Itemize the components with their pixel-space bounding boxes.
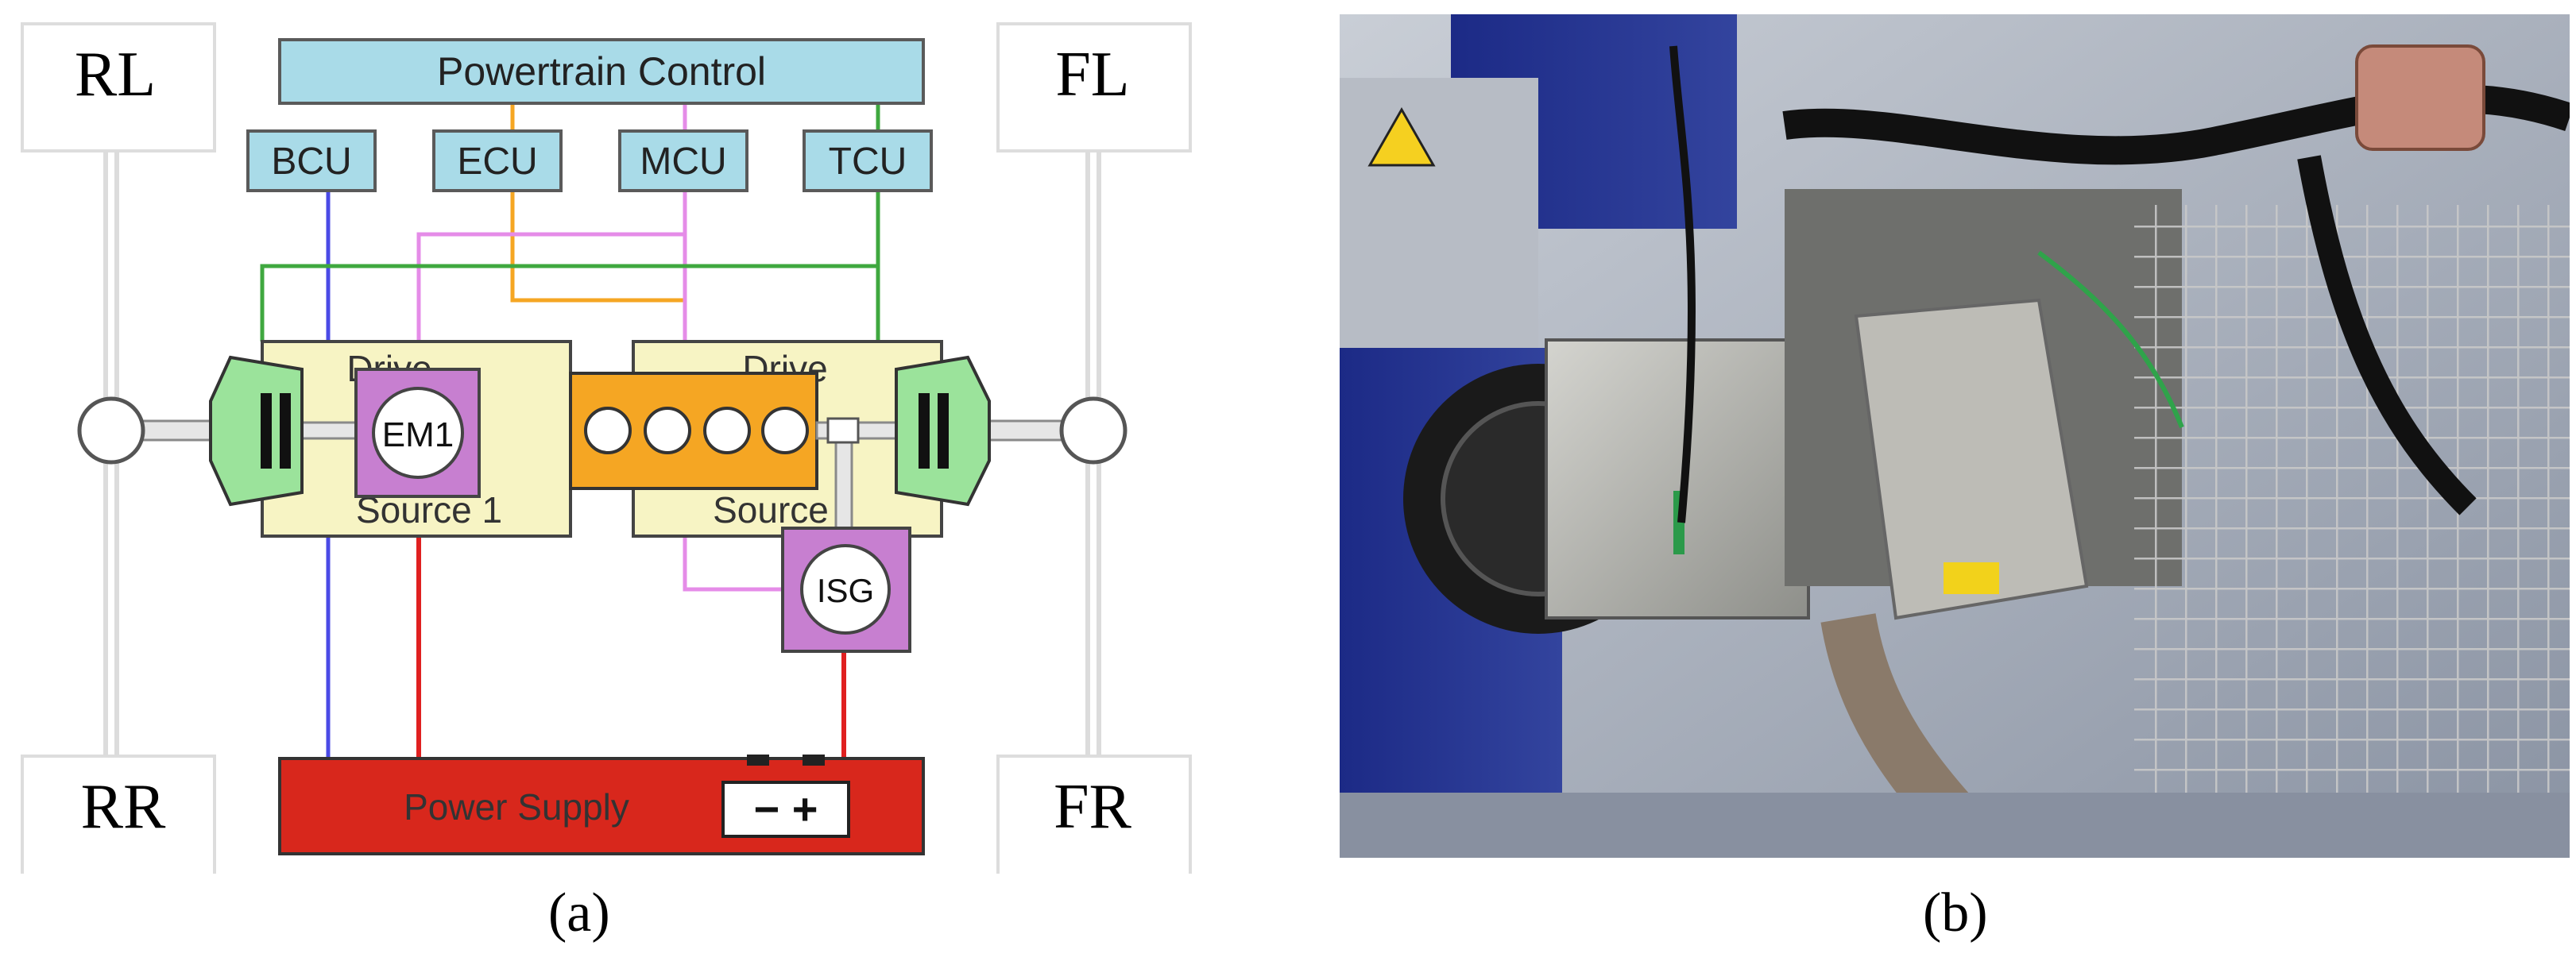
shaft-joint (826, 417, 860, 444)
photo-illustration (1340, 14, 2570, 858)
rear-gearbox-icon (209, 355, 304, 507)
bcu-box (246, 129, 377, 192)
photo-cable-4 (1669, 45, 1696, 523)
battery-symbol: − + (754, 784, 818, 834)
tcu-box (803, 129, 933, 192)
corner-label-rl: RL (75, 40, 156, 110)
front-wheel-icon (1059, 396, 1127, 465)
engine-cylinder-1 (584, 407, 632, 454)
drive-source-right-subtitle: Source (713, 489, 829, 531)
tcu-gear-signal-line (260, 264, 878, 342)
em1-icon (372, 387, 464, 479)
rear-gear-bar-1 (261, 393, 272, 469)
ecu-box (432, 129, 563, 192)
engine-test-bench-photo (1340, 14, 2570, 858)
mcu-label: MCU (640, 141, 726, 183)
engine-cylinder-3 (703, 407, 751, 454)
front-gear-bar-1 (919, 393, 930, 469)
powertrain-control-label: Powertrain Control (437, 49, 766, 94)
em1-label: EM1 (382, 415, 454, 454)
corner-box-fr (996, 755, 1192, 874)
photo-yellow-tag (1944, 562, 1999, 594)
power-supply-label: Power Supply (404, 786, 629, 828)
photo-electric-motor (1545, 338, 1810, 620)
isg-label: ISG (817, 572, 874, 609)
schematic-diagram: RL RR FL FR Powertrain Control BCU ECU M… (21, 22, 1192, 874)
isg-coupling-shaft (834, 437, 853, 535)
photo-coolant-reservoir (2355, 44, 2485, 151)
photo-cable-2 (2297, 155, 2477, 515)
corner-box-rr (21, 755, 216, 874)
warning-sign-icon (1367, 106, 1436, 167)
caption-b: (b) (1923, 882, 1988, 944)
mcu-box (618, 129, 748, 192)
engine-cylinder-2 (644, 407, 691, 454)
ecu-label: ECU (457, 141, 537, 183)
engine-cylinder-4 (761, 407, 809, 454)
corner-label-fr: FR (1054, 772, 1131, 842)
corner-box-rl (21, 22, 216, 152)
mcu-em1-signal-line (416, 232, 685, 365)
isg-icon (800, 544, 891, 635)
rear-wheel-icon (77, 396, 145, 465)
photo-transmission-housing (1854, 298, 2089, 620)
photo-cable-3 (2037, 250, 2184, 429)
caption-a: (a) (548, 882, 610, 944)
front-shaft (976, 419, 1073, 442)
bcu-label: BCU (271, 141, 351, 183)
front-gear-bar-2 (938, 393, 949, 469)
corner-label-fl: FL (1055, 40, 1129, 110)
battery-terminal-left (747, 755, 769, 766)
corner-label-rr: RR (81, 772, 166, 842)
tcu-label: TCU (829, 141, 907, 183)
battery-icon (721, 781, 850, 838)
rear-gear-bar-2 (280, 393, 291, 469)
battery-terminal-right (803, 755, 825, 766)
corner-box-fl (996, 22, 1192, 152)
powertrain-control-box (278, 38, 925, 105)
photo-floor (1340, 793, 2570, 858)
